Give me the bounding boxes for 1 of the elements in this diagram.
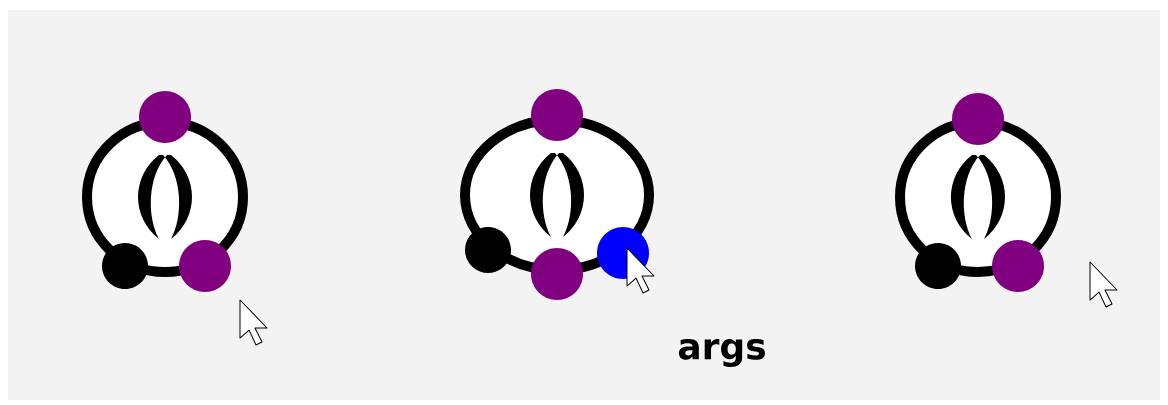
caption-text: args — [678, 339, 765, 367]
